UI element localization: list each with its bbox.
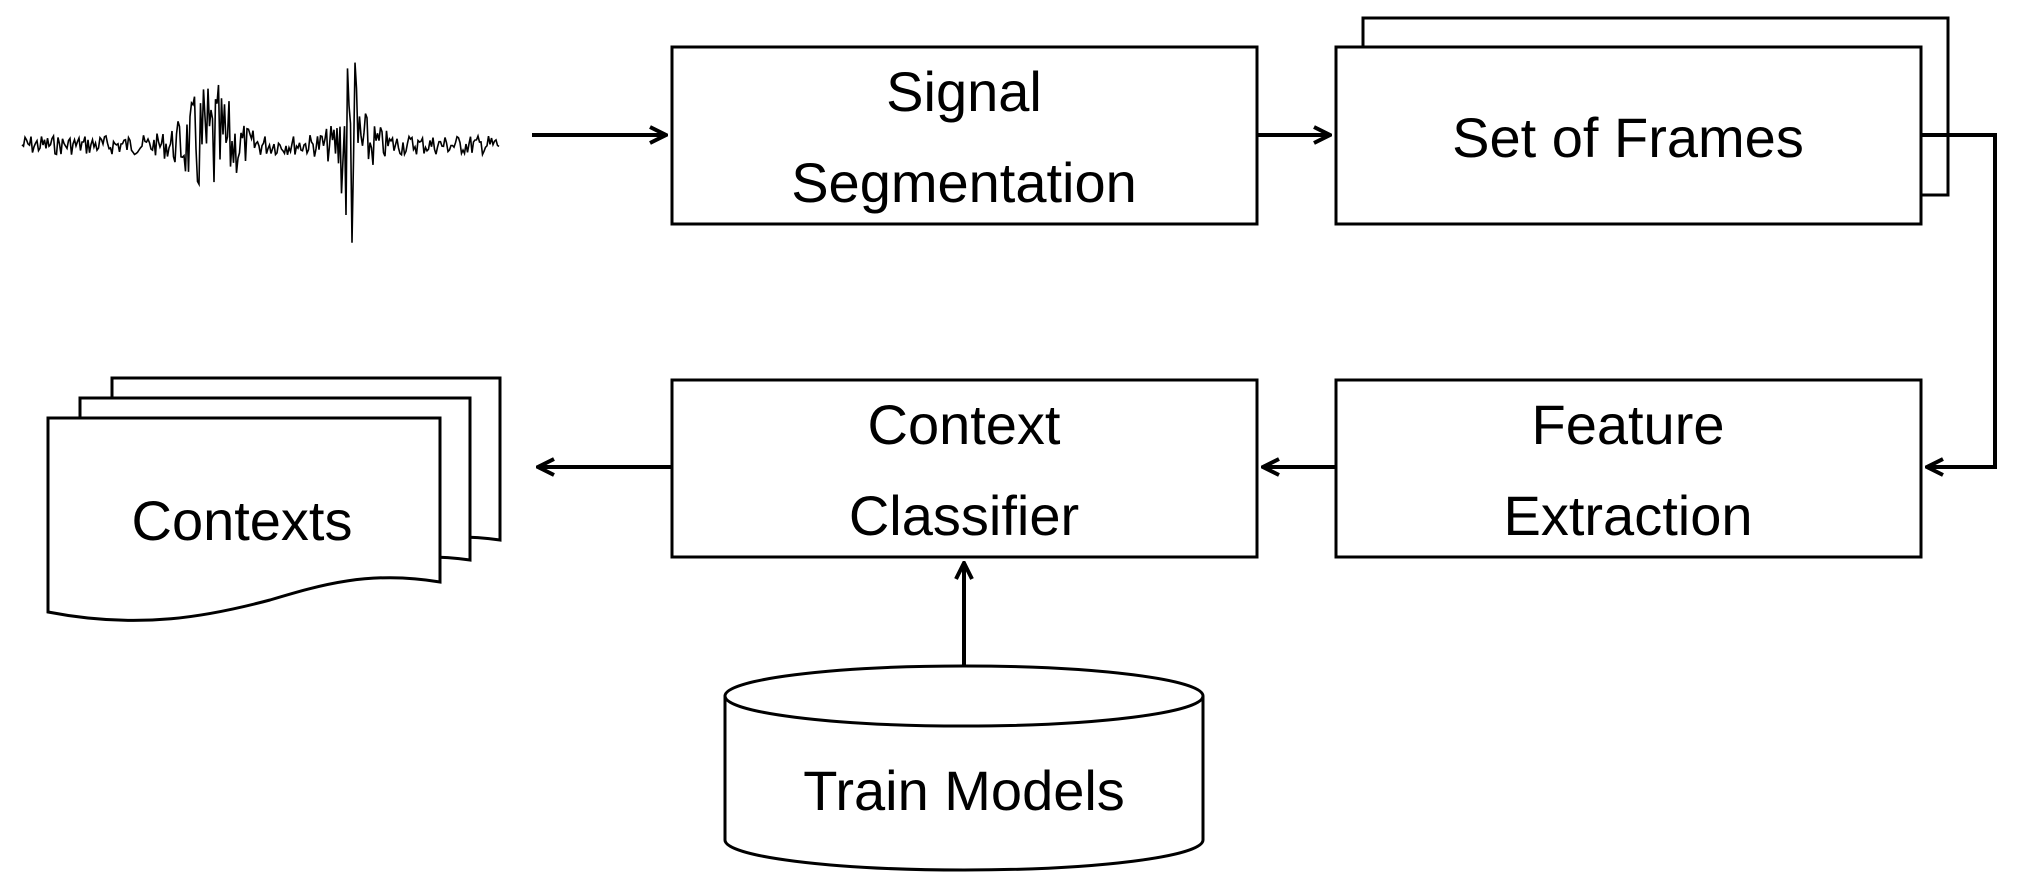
context-classifier-label-line1: Context: [868, 393, 1061, 456]
signal-segmentation-label-line1: Signal: [886, 60, 1042, 123]
signal-segmentation-box: Signal Segmentation: [670, 45, 1259, 226]
contexts-documents: Contexts: [46, 376, 502, 622]
signal-segmentation-label-line2: Segmentation: [791, 151, 1137, 214]
arrow-frames-to-features: [1921, 133, 1997, 467]
train-models-label: Train Models: [803, 759, 1125, 822]
feature-extraction-box: Feature Extraction: [1334, 378, 1923, 559]
feature-extraction-label-line1: Feature: [1532, 393, 1725, 456]
context-classifier-label-line2: Classifier: [849, 484, 1079, 547]
context-classifier-box: Context Classifier: [670, 378, 1259, 559]
set-of-frames-box: Set of Frames: [1334, 16, 1950, 226]
feature-extraction-label-line2: Extraction: [1504, 484, 1753, 547]
set-of-frames-label: Set of Frames: [1452, 106, 1804, 169]
waveform-icon: [21, 62, 500, 243]
contexts-label: Contexts: [132, 489, 353, 552]
contexts-document-front: [46, 416, 442, 622]
train-models-database-icon: Train Models: [723, 664, 1205, 872]
